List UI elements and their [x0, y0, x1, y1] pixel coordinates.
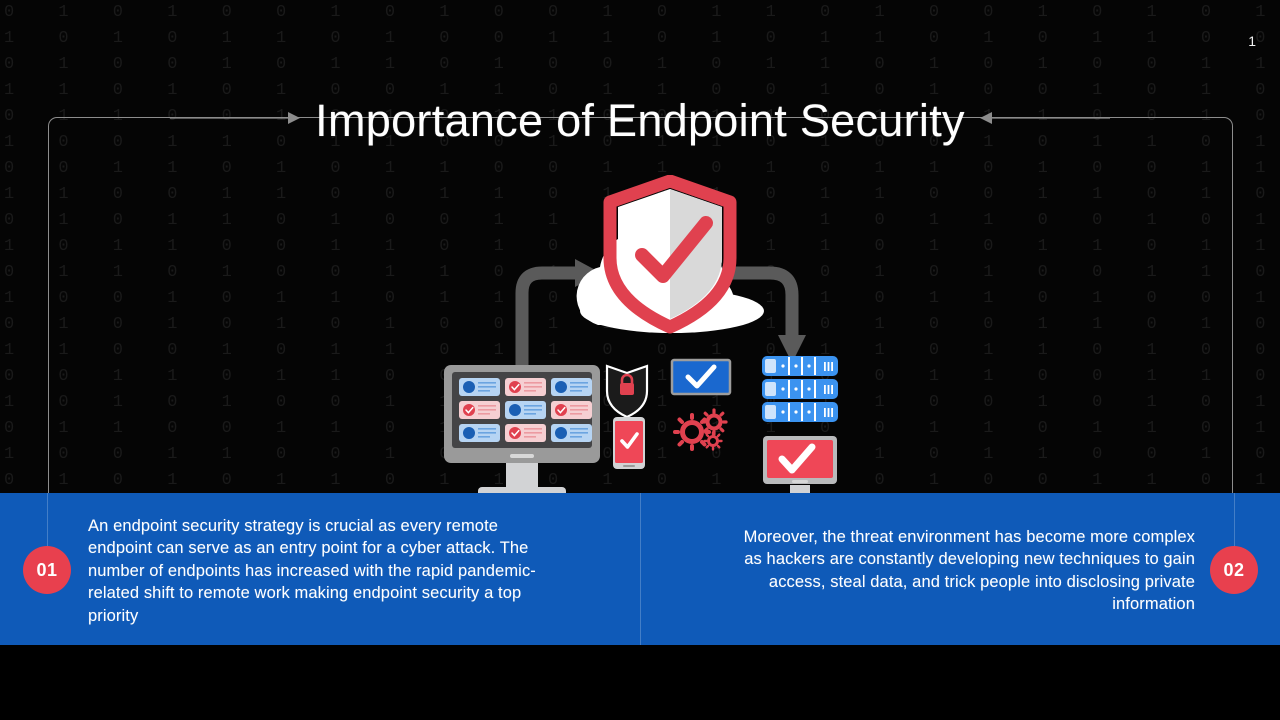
monitor-card: [505, 378, 546, 396]
shield-lock-icon: [605, 364, 649, 419]
binary-row: 0 0 1 1 0 1 0 1 1 0 0 1 1 0 1 0 1 1 0 1 …: [4, 159, 1280, 178]
page-title: Importance of Endpoint Security: [315, 95, 965, 146]
binary-row: 1 0 1 1 0 0 1 1 0 1 0 1 0 0 1 1 0 1 0 1 …: [4, 237, 1280, 256]
monitor-card: [551, 424, 592, 442]
monitor-card: [505, 401, 546, 419]
slide-number: 1: [1248, 33, 1256, 49]
checkbox-approved-icon: [670, 358, 732, 396]
point-text-01: An endpoint security strategy is crucial…: [88, 517, 536, 625]
content-band: [0, 493, 1280, 645]
monitor-card: [551, 378, 592, 396]
binary-row: 1 1 0 0 1 0 1 1 0 1 1 0 0 1 0 1 1 0 1 1 …: [4, 341, 1280, 360]
badge-stem-02: [1234, 493, 1235, 547]
monitor-card: [459, 401, 500, 419]
badge-stem-01: [47, 493, 48, 547]
server-rack-icon: [762, 356, 838, 422]
binary-row: 0 1 0 0 1 0 1 1 0 1 0 0 1 0 1 1 0 1 0 1 …: [4, 55, 1280, 74]
endpoint-security-illustration: [420, 175, 870, 495]
point-badge-02[interactable]: 02: [1210, 546, 1258, 594]
frame-arrow-left-icon: [980, 110, 1110, 126]
binary-row: 1 0 1 0 1 1 0 1 0 0 1 1 0 1 0 1 1 0 1 0 …: [4, 29, 1280, 48]
frame-arrow-right-icon: [170, 110, 300, 126]
monitor-check-icon: [763, 436, 837, 495]
binary-row: 0 1 1 0 0 1 0 1 0 1 1 0 0 1 1 0 1 0 1 1 …: [4, 107, 1280, 126]
decorative-frame: [48, 117, 1233, 617]
desktop-monitor-icon: [444, 365, 600, 495]
gears-icon: [673, 408, 728, 451]
monitor-card: [551, 401, 592, 419]
monitor-card: [459, 424, 500, 442]
point-badge-01[interactable]: 01: [23, 546, 71, 594]
shield-check-icon: [603, 175, 737, 334]
point-text-02: Moreover, the threat environment has bec…: [743, 528, 1195, 614]
bottom-bar: [0, 645, 1280, 720]
arrow-down-right-icon: [715, 266, 806, 363]
binary-row: 1 1 0 1 0 1 0 0 1 1 0 1 1 0 0 1 0 1 0 0 …: [4, 81, 1280, 100]
binary-row: 1 0 0 1 1 0 1 1 0 0 1 0 1 1 0 1 0 0 1 0 …: [4, 133, 1280, 152]
monitor-card: [459, 378, 500, 396]
band-divider: [640, 493, 641, 645]
monitor-card: [505, 424, 546, 442]
mobile-phone-check-icon: [613, 417, 645, 469]
binary-row: 0 1 0 1 0 0 1 0 1 0 0 1 0 1 1 0 1 0 0 1 …: [4, 3, 1280, 22]
